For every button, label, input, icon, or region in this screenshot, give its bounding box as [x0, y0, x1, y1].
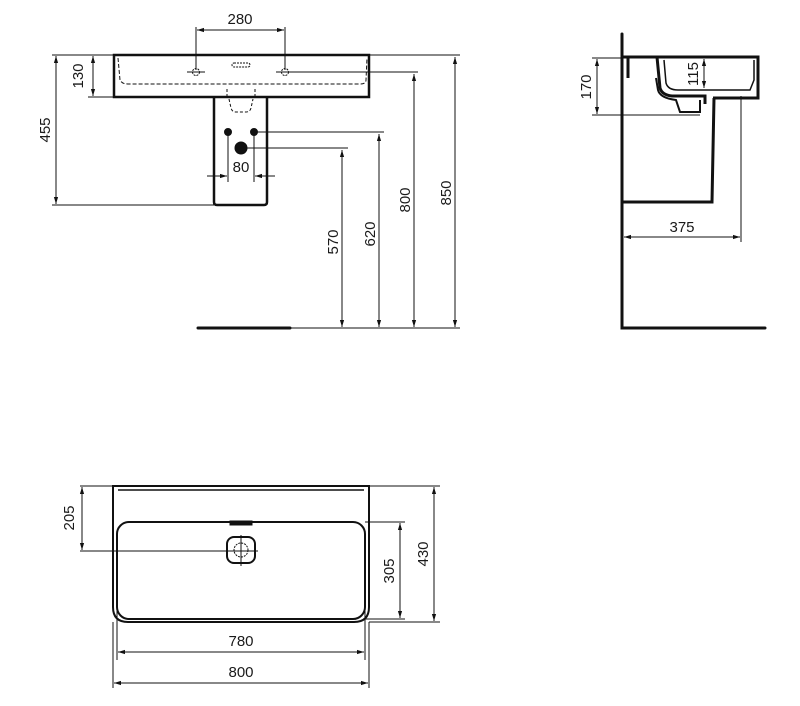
dim-bowl-depth: 115: [685, 62, 702, 86]
side-dimension-labels: 170 115 375: [578, 62, 702, 236]
dim-wall-to-tap: 375: [669, 219, 694, 236]
dim-supply-height: 620: [362, 221, 379, 246]
basin-profile: [622, 55, 760, 104]
top-dimension-labels: 205 305 430 780 800: [61, 505, 432, 681]
basin-inner-dashed: [117, 57, 368, 85]
dim-tap-hole-height: 800: [397, 187, 414, 212]
dim-back-to-waste: 205: [61, 505, 78, 530]
dim-side-height: 170: [578, 74, 595, 99]
dim-tap-spacing: 280: [227, 11, 252, 28]
pedestal-profile: [622, 97, 716, 204]
basin-inner-profile: [663, 59, 755, 91]
wall-and-floor: [620, 32, 767, 330]
dim-overall-width: 800: [228, 664, 253, 681]
dim-supply-spacing: 80: [233, 159, 250, 176]
basin-outline: [112, 53, 371, 99]
trap-profile: [655, 77, 701, 113]
dim-bowl-width: 780: [228, 633, 253, 650]
dim-rim-height: 850: [438, 180, 455, 205]
dim-basin-to-pedestal: 455: [37, 117, 54, 142]
dim-basin-height: 130: [70, 63, 87, 88]
overflow-slot: [231, 62, 251, 68]
overflow: [229, 520, 253, 526]
front-dimension-labels: 280 130 455 80 570 620 800 850: [37, 11, 455, 255]
waste-outlet-dashed: [226, 89, 256, 113]
top-dimensions: [79, 485, 440, 688]
side-dimensions: [592, 57, 742, 242]
pedestal-outline: [212, 97, 269, 207]
dim-waste-height: 570: [325, 229, 342, 254]
front-dimensions: [52, 27, 460, 329]
dim-overall-depth: 430: [415, 541, 432, 566]
basin-top-outline: [112, 485, 370, 623]
front-view: [112, 53, 371, 330]
side-view: [620, 32, 767, 330]
dim-bowl-length: 305: [381, 558, 398, 583]
top-view: [112, 485, 370, 623]
